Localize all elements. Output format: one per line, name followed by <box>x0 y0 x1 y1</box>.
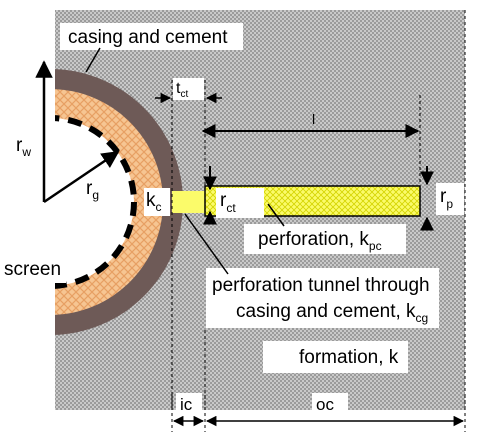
tct-label-box <box>173 78 204 100</box>
tunnel-label-line1: perforation tunnel through <box>212 275 430 296</box>
screen-label: screen <box>4 259 61 280</box>
tct-label: tct <box>176 80 188 100</box>
formation-label: formation, k <box>299 347 399 368</box>
casing-leader-line <box>85 47 101 73</box>
rct-label-box <box>216 188 264 218</box>
wellbore-cross-section <box>55 69 183 335</box>
screen-label-box <box>0 255 66 283</box>
tunnel-leader-line <box>184 213 229 275</box>
tunnel-label-line2: casing and cement, kcg <box>236 301 428 325</box>
ic-label-box <box>176 393 202 415</box>
perforation-label-box <box>244 224 406 254</box>
casing-cement-label-box <box>60 23 243 50</box>
screen-dashed-circle <box>55 115 137 289</box>
rct-label: rct <box>220 190 236 215</box>
perforation-leader-line <box>267 203 285 227</box>
oc-label-box <box>312 393 348 415</box>
rp-label-box <box>436 183 464 215</box>
casing-cement-label: casing and cement <box>68 27 228 48</box>
ic-label: ic <box>180 395 193 414</box>
formation-label-box <box>263 341 408 373</box>
rg-label: rg <box>86 178 99 202</box>
kc-label: kc <box>146 190 162 214</box>
l-label: l <box>312 111 315 127</box>
perforation-label: perforation, kpc <box>258 229 382 253</box>
oc-label: oc <box>316 395 334 414</box>
bottom-white-band <box>55 410 475 435</box>
rg-arrow <box>43 150 120 204</box>
kc-label-box <box>144 188 170 216</box>
perforation-tunnel-casing <box>172 191 207 213</box>
rw-label: rw <box>16 135 31 159</box>
tunnel-label-box <box>206 268 439 328</box>
rp-label: rp <box>440 186 453 211</box>
left-margin <box>0 0 55 435</box>
